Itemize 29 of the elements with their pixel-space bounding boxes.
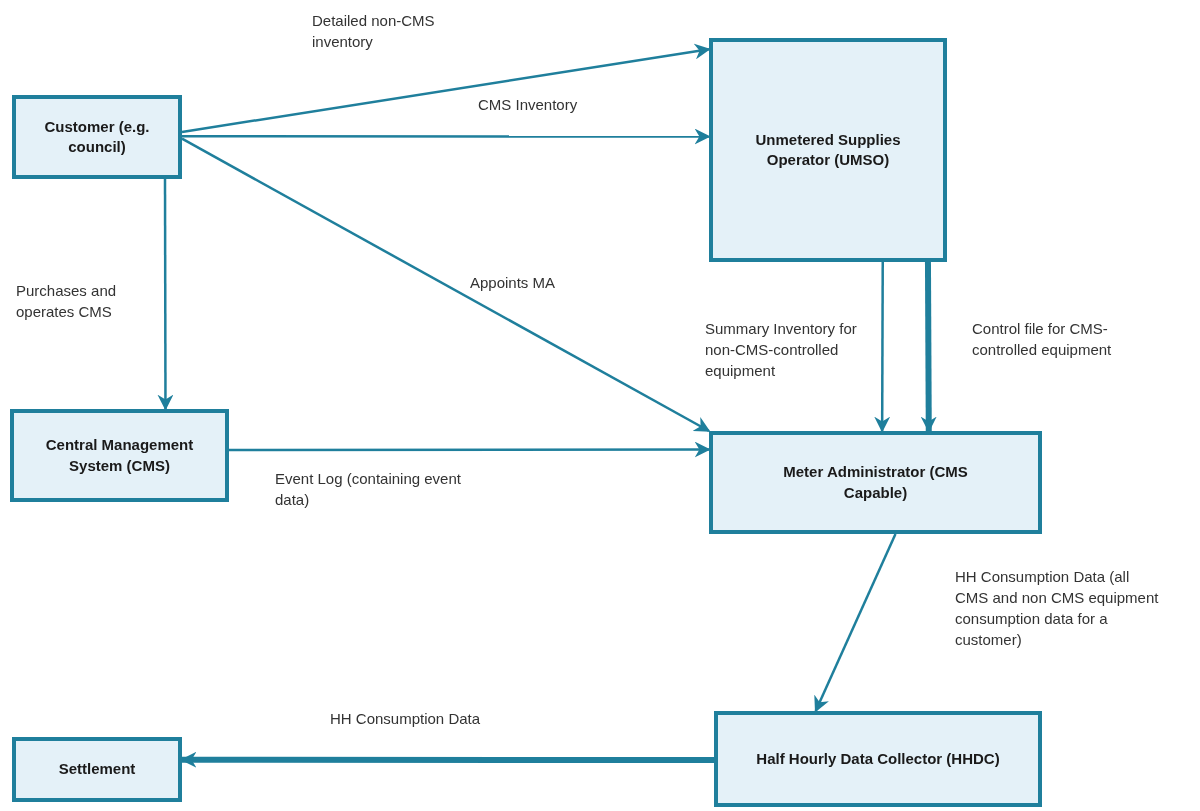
node-title: Unmetered Supplies Operator (UMSO): [754, 129, 902, 170]
process-box: [12, 737, 182, 802]
arrow: [181, 43, 711, 134]
node-title: Half Hourly Data Collector (HHDC): [755, 748, 1001, 769]
process-box: [10, 409, 229, 502]
edge-label: Summary Inventory for non-CMS-controlled equipment: [705, 319, 858, 381]
arrow: [182, 128, 711, 145]
edge-label: Control file for CMS-controlled equipment: [972, 319, 1112, 360]
process-box: [709, 38, 947, 262]
arrow: [920, 262, 937, 433]
process-box: [714, 711, 1042, 807]
edge-label: Purchases and operates CMS: [16, 281, 118, 322]
process-box: [12, 95, 182, 179]
process-box: [709, 431, 1042, 534]
edge-label: HH Consumption Data (all CMS and non CMS equipment consumption data for a customer): [955, 567, 1160, 650]
node-title: Customer (e.g. council): [43, 116, 151, 157]
edge-label: CMS Inventory: [478, 95, 579, 115]
arrow: [874, 262, 891, 433]
edge-label: Detailed non-CMS inventory: [312, 11, 436, 52]
node-title: Meter Administrator (CMS Capable): [782, 462, 969, 503]
arrow: [229, 441, 711, 458]
node-title: Central Management System (CMS): [44, 435, 195, 476]
node-title: Settlement: [57, 759, 137, 780]
arrow: [814, 533, 897, 713]
arrow: [181, 137, 711, 433]
edge-label: Appoints MA: [470, 273, 557, 293]
edge-label: Event Log (containing event data): [275, 469, 462, 510]
edge-label: HH Consumption Data: [330, 709, 482, 729]
arrow: [157, 179, 174, 411]
